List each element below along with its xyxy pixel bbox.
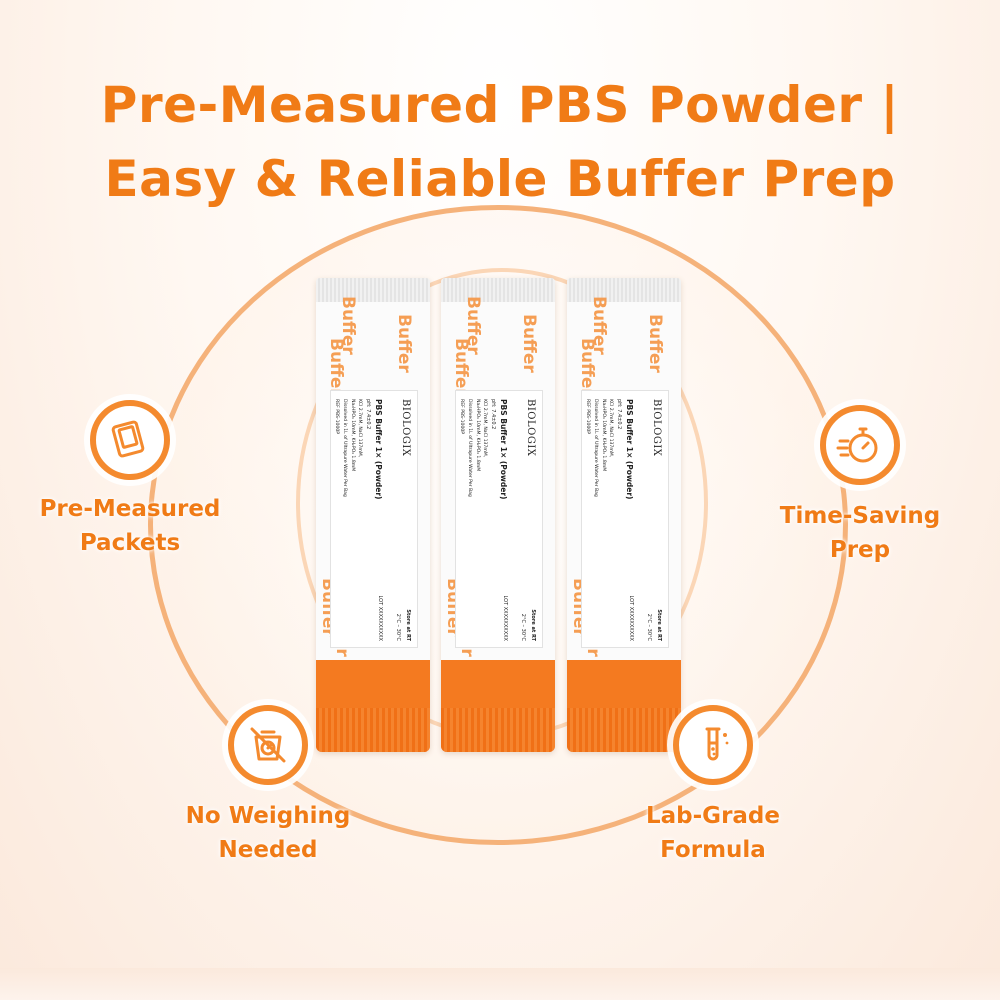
feature-label-line-1: Lab-Grade — [646, 803, 780, 829]
dissolve-instruction: Dissolved in 1L of Ultrapure Water Per B… — [593, 399, 598, 497]
no-scale-icon — [250, 727, 286, 763]
feature-label-line-2: Formula — [660, 837, 766, 863]
ref-number: REF PBS-1000P — [334, 399, 339, 435]
packet-bottom-seal — [441, 708, 555, 752]
packet-icon — [111, 420, 145, 458]
packet-top-seal — [316, 278, 430, 302]
feature-icon-badge — [673, 705, 753, 785]
thermometer-icon: 2°C – 30°C — [520, 613, 526, 641]
feature-label-line-1: Pre-Measured — [39, 496, 221, 522]
packet-watermark: Buffer — [577, 338, 597, 397]
packet-bottom-seal — [567, 708, 681, 752]
lot-number: LOT XXXXXXXXXX — [628, 595, 634, 641]
feature-label-line-2: Needed — [218, 837, 318, 863]
storage-text: Store at RT — [530, 609, 536, 641]
ref-number: REF PBS-1000P — [459, 399, 464, 435]
packet-label: BIOLOGIX Store at RT 2°C – 30°C LOT XXXX… — [330, 390, 418, 648]
feature-no-weighing-needed: No Weighing Needed — [158, 705, 378, 867]
dissolve-instruction: Dissolved in 1L of Ultrapure Water Per B… — [342, 399, 347, 497]
packet-top-seal — [441, 278, 555, 302]
ph-value: pH: 7.4±0.2 — [490, 399, 496, 430]
brand-logo: BIOLOGIX — [651, 399, 662, 457]
packet-label: BIOLOGIX Store at RT 2°C – 30°C LOT XXXX… — [581, 390, 669, 648]
stopwatch-icon — [836, 427, 878, 463]
ph-value: pH: 7.4±0.2 — [365, 399, 371, 430]
thermometer-icon: 2°C – 30°C — [646, 613, 652, 641]
page-title: Pre-Measured PBS Powder | Easy & Reliabl… — [0, 68, 1000, 216]
lot-number: LOT XXXXXXXXXX — [502, 595, 508, 641]
feature-pre-measured-packets: Pre-Measured Packets — [20, 400, 240, 560]
packet-watermark: Buffer — [645, 314, 665, 373]
ref-number: REF PBS-1000P — [585, 399, 590, 435]
storage-text: Store at RT — [656, 609, 662, 641]
composition-line-1: KCl 2.7mM, NaCl 137mM, — [482, 399, 487, 458]
product-packet: Buffer Buffer Buffer Buffer Buffer BIOLO… — [441, 278, 555, 752]
product-name: PBS Buffer 1× (Powder) — [625, 399, 634, 500]
dissolve-instruction: Dissolved in 1L of Ultrapure Water Per B… — [467, 399, 472, 497]
feature-lab-grade-formula: Lab-Grade Formula — [603, 705, 823, 867]
test-tube-icon — [705, 727, 729, 761]
storage-text: Store at RT — [405, 609, 411, 641]
feature-label-line-2: Prep — [829, 537, 891, 563]
brand-logo: BIOLOGIX — [400, 399, 411, 457]
title-line-1: Pre-Measured PBS Powder | — [100, 76, 900, 134]
packet-watermark: Buffer — [394, 314, 414, 373]
product-name: PBS Buffer 1× (Powder) — [374, 399, 383, 500]
product-packet: Buffer Buffer Buffer Buffer Buffer BIOLO… — [567, 278, 681, 752]
composition-line-2: Na₂HPO₄ 10mM, KH₂PO₄ 1.8mM — [601, 399, 606, 472]
composition-line-2: Na₂HPO₄ 10mM, KH₂PO₄ 1.8mM — [350, 399, 355, 472]
composition-line-1: KCl 2.7mM, NaCl 137mM, — [608, 399, 613, 458]
brand-logo: BIOLOGIX — [525, 399, 536, 457]
product-packet: Buffer Buffer Buffer Buffer Buffer BIOLO… — [316, 278, 430, 752]
lot-number: LOT XXXXXXXXXX — [377, 595, 383, 641]
packet-watermark: Buffer — [451, 338, 471, 397]
feature-label-line-1: Time-Saving — [779, 503, 941, 529]
footer-band — [0, 968, 1000, 1000]
packet-bottom-seal — [316, 708, 430, 752]
product-name: PBS Buffer 1× (Powder) — [499, 399, 508, 500]
feature-time-saving-prep: Time-Saving Prep — [750, 405, 970, 567]
feature-icon-badge — [228, 705, 308, 785]
feature-icon-badge — [820, 405, 900, 485]
composition-line-1: KCl 2.7mM, NaCl 137mM, — [357, 399, 362, 458]
packet-watermark: Buffer — [326, 338, 346, 397]
packet-watermark: Buffer — [519, 314, 539, 373]
title-line-2: Easy & Reliable Buffer Prep — [104, 150, 896, 208]
ph-value: pH: 7.4±0.2 — [616, 399, 622, 430]
packet-top-seal — [567, 278, 681, 302]
feature-label-line-2: Packets — [79, 530, 181, 556]
feature-icon-badge — [90, 400, 170, 480]
composition-line-2: Na₂HPO₄ 10mM, KH₂PO₄ 1.8mM — [475, 399, 480, 472]
thermometer-icon: 2°C – 30°C — [395, 613, 401, 641]
packet-label: BIOLOGIX Store at RT 2°C – 30°C LOT XXXX… — [455, 390, 543, 648]
feature-label-line-1: No Weighing — [185, 803, 351, 829]
